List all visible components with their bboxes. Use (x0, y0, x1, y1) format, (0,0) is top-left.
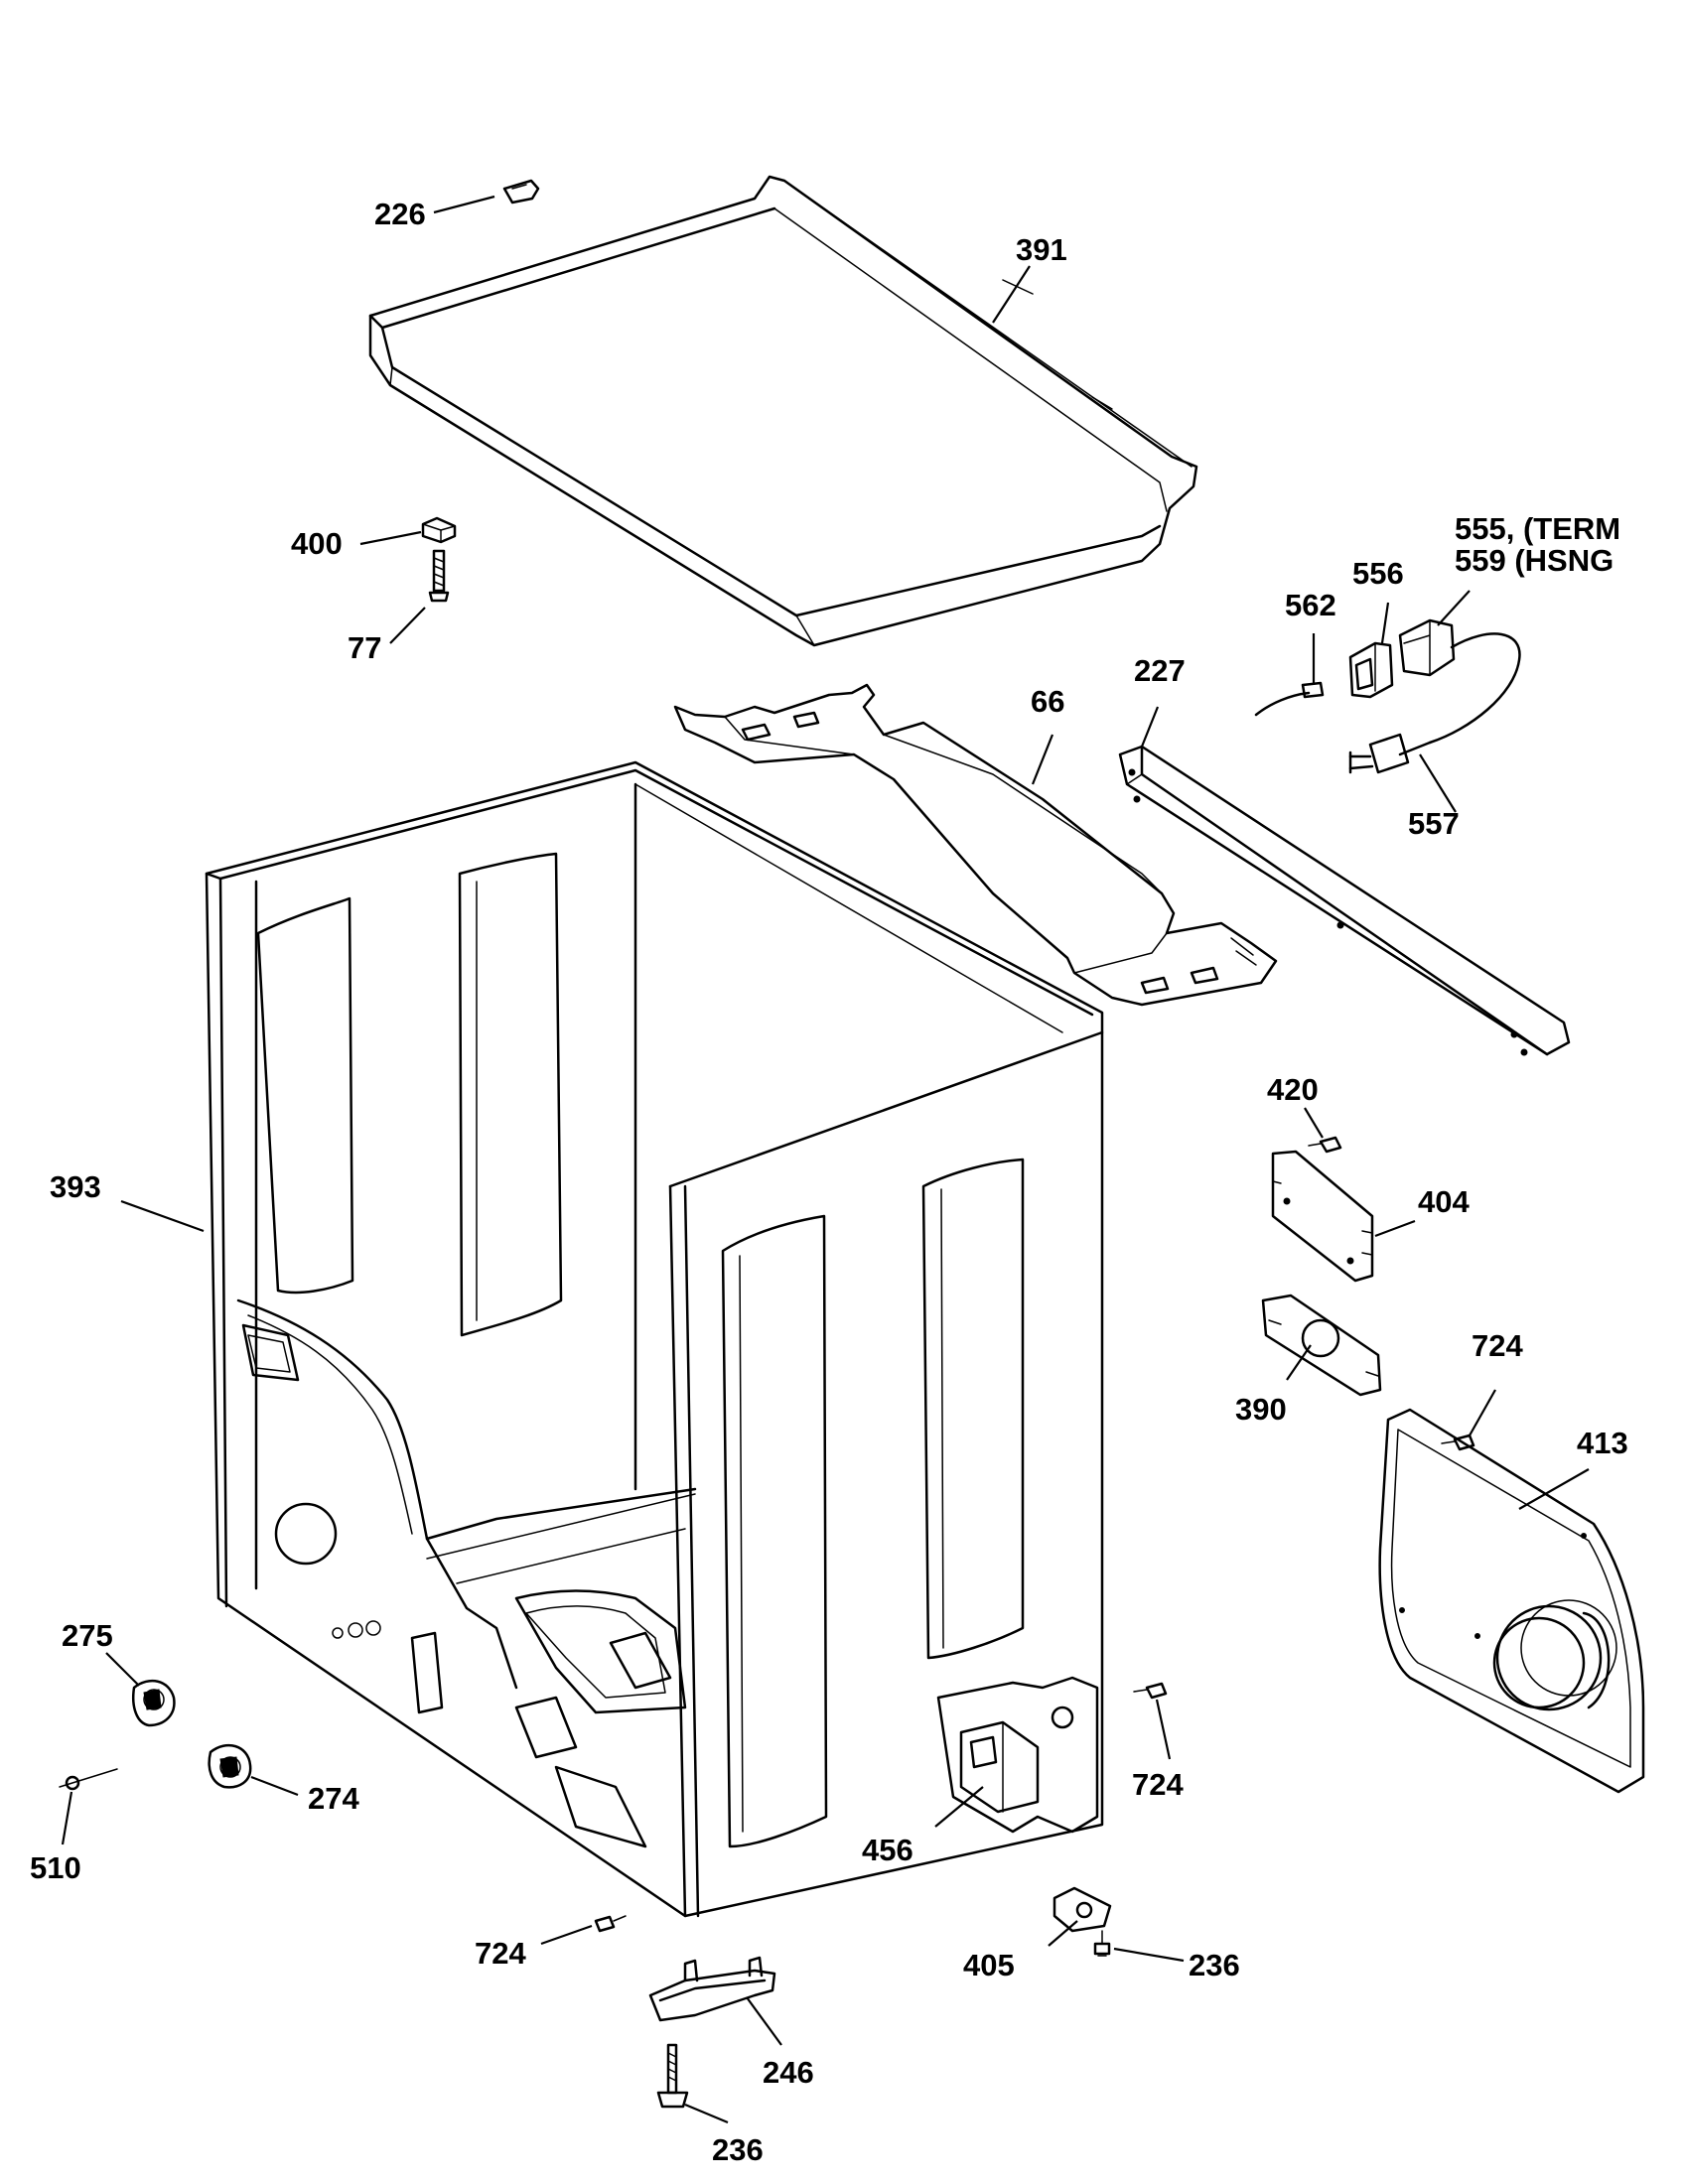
callout-456: 456 (862, 1833, 913, 1867)
part-420-screw (1308, 1136, 1342, 1154)
part-400-nut (421, 516, 457, 544)
callout-227: 227 (1134, 653, 1186, 688)
part-562-terminal-lead (1254, 681, 1325, 717)
part-236-screw-right (1093, 1930, 1111, 1957)
part-246-hinge (648, 1956, 776, 2022)
part-66-support-bracket (673, 683, 1278, 1007)
callout-555: 555, (TERM (1455, 511, 1620, 546)
part-227-rail (1118, 745, 1571, 1056)
callout-413: 413 (1577, 1426, 1628, 1460)
callout-274: 274 (308, 1781, 359, 1816)
callout-66: 66 (1031, 684, 1064, 719)
leader-lines (61, 195, 1590, 2124)
part-275-glide (132, 1679, 176, 1727)
part-556-terminal-block (1348, 641, 1394, 699)
callout-420: 420 (1267, 1072, 1319, 1107)
callout-556: 556 (1352, 556, 1404, 591)
callout-393: 393 (50, 1169, 101, 1204)
callout-246: 246 (763, 2055, 814, 2090)
part-724-screw-bottom (594, 1915, 627, 1933)
part-724-screw-top (1441, 1433, 1475, 1451)
callout-562: 562 (1285, 588, 1336, 622)
callout-77: 77 (348, 630, 381, 665)
callout-724-right: 724 (1132, 1767, 1184, 1802)
callout-400: 400 (291, 526, 343, 561)
callout-226: 226 (374, 197, 426, 231)
part-404-plate (1271, 1150, 1374, 1283)
part-226-clip (502, 179, 540, 205)
callout-236-right: 236 (1189, 1948, 1240, 1982)
callout-390: 390 (1235, 1392, 1287, 1427)
part-555-terminal-housing (1398, 618, 1456, 677)
callout-724-bottom: 724 (475, 1936, 526, 1971)
callout-236-bottom: 236 (712, 2132, 764, 2167)
part-456-bracket (959, 1720, 1040, 1814)
part-510-leveling-screw (59, 1768, 118, 1791)
callout-557: 557 (1408, 806, 1460, 841)
part-724-screw-right (1133, 1682, 1168, 1700)
callout-275: 275 (62, 1618, 113, 1653)
part-391-top-panel (368, 175, 1198, 647)
callout-510: 510 (30, 1850, 81, 1885)
callout-405: 405 (963, 1948, 1015, 1982)
part-236-screw-bottom (656, 2043, 689, 2109)
part-393-cabinet (205, 760, 1104, 1918)
callout-404: 404 (1418, 1184, 1470, 1219)
part-274-glide (208, 1743, 252, 1789)
part-413-front-panel (1378, 1408, 1645, 1794)
part-405-bracket (1052, 1886, 1112, 1933)
callout-559: 559 (HSNG (1455, 543, 1614, 578)
part-77-screw (428, 549, 450, 603)
part-557-power-cord (1348, 632, 1521, 774)
part-390-plate (1261, 1294, 1382, 1397)
callout-391: 391 (1016, 232, 1067, 267)
callout-724-top: 724 (1472, 1328, 1523, 1363)
